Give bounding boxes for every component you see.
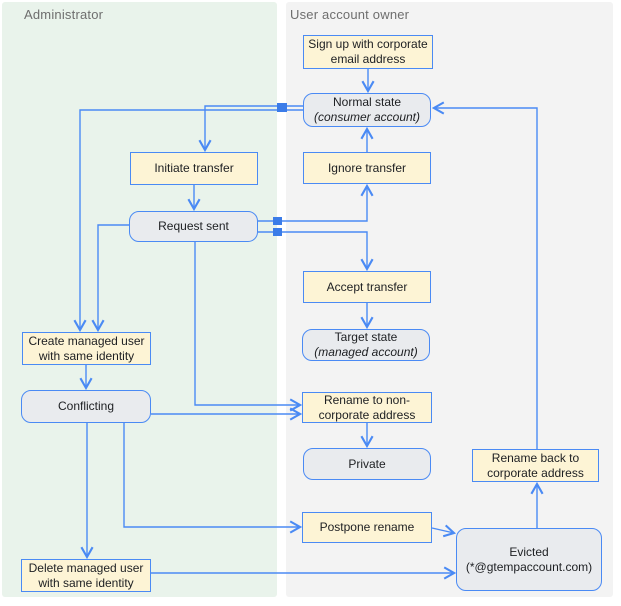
node-delete-managed-user: Delete managed user with same identity [21, 559, 151, 592]
edge-request-sent-to-ignore-transfer [258, 186, 367, 222]
node-label: Target state [334, 330, 398, 344]
node-label: (consumer account) [313, 110, 421, 124]
edge-request-sent-to-accept-transfer [258, 231, 367, 269]
node-sign-up: Sign up with corporate email address [303, 35, 433, 69]
node-label: Postpone rename [319, 520, 415, 534]
lane-label-user-account-owner: User account owner [290, 7, 410, 22]
node-label: Rename back to [491, 450, 580, 465]
node-label: Create managed user [28, 333, 145, 348]
lane-boundary-marker [273, 228, 282, 236]
node-label: email address [330, 52, 406, 66]
node-label: Delete managed user [28, 560, 144, 575]
node-label: (*@gtempaccount.com) [465, 559, 593, 574]
node-label: Private [348, 456, 386, 471]
node-label: corporate address [318, 407, 416, 422]
node-postpone-rename: Postpone rename [302, 512, 432, 543]
node-ignore-transfer: Ignore transfer [303, 152, 431, 184]
node-evicted: Evicted (*@gtempaccount.com) [456, 528, 602, 591]
edge-postpone-rename-to-evicted [431, 528, 454, 533]
edge-conflicting-to-postpone-rename [123, 423, 300, 527]
lane-boundary-marker [277, 103, 287, 112]
node-label: Evicted [509, 544, 549, 559]
lane-boundary-marker [273, 217, 282, 225]
node-label: Ignore transfer [327, 160, 407, 175]
lane-label-administrator: Administrator [24, 7, 104, 22]
edge-request-sent-to-create-managed-user [98, 224, 129, 330]
node-label: Sign up with corporate [308, 37, 428, 51]
node-create-managed-user: Create managed user with same identity [22, 332, 151, 365]
node-rename-back-to-corporate: Rename back to corporate address [472, 449, 599, 482]
node-label: Request sent [158, 219, 229, 233]
node-normal-state: Normal state (consumer account) [303, 93, 431, 127]
edge-normal-state-to-initiate-transfer [205, 105, 303, 150]
node-request-sent: Request sent [129, 211, 258, 242]
node-private: Private [303, 448, 431, 480]
node-label: (managed account) [314, 345, 418, 359]
lane-administrator [2, 2, 277, 597]
node-rename-to-non-corporate: Rename to non- corporate address [302, 392, 432, 423]
edge-rename-back-to-normal-state [434, 108, 538, 449]
node-label: Normal state [332, 95, 402, 109]
node-label: with same identity [38, 348, 135, 363]
node-initiate-transfer: Initiate transfer [130, 152, 258, 185]
node-target-state: Target state (managed account) [302, 329, 430, 361]
edge-normal-state-to-create-managed-user [80, 109, 303, 330]
node-accept-transfer: Accept transfer [303, 271, 431, 303]
node-label: with same identity [38, 575, 134, 590]
node-conflicting: Conflicting [21, 390, 151, 423]
edge-request-sent-to-rename-to-non-corporate [194, 242, 300, 405]
node-label: corporate address [487, 465, 584, 480]
node-label: Accept transfer [326, 279, 408, 294]
node-label: Conflicting [57, 399, 115, 413]
node-label: Initiate transfer [154, 161, 234, 175]
node-label: Rename to non- [323, 392, 411, 407]
